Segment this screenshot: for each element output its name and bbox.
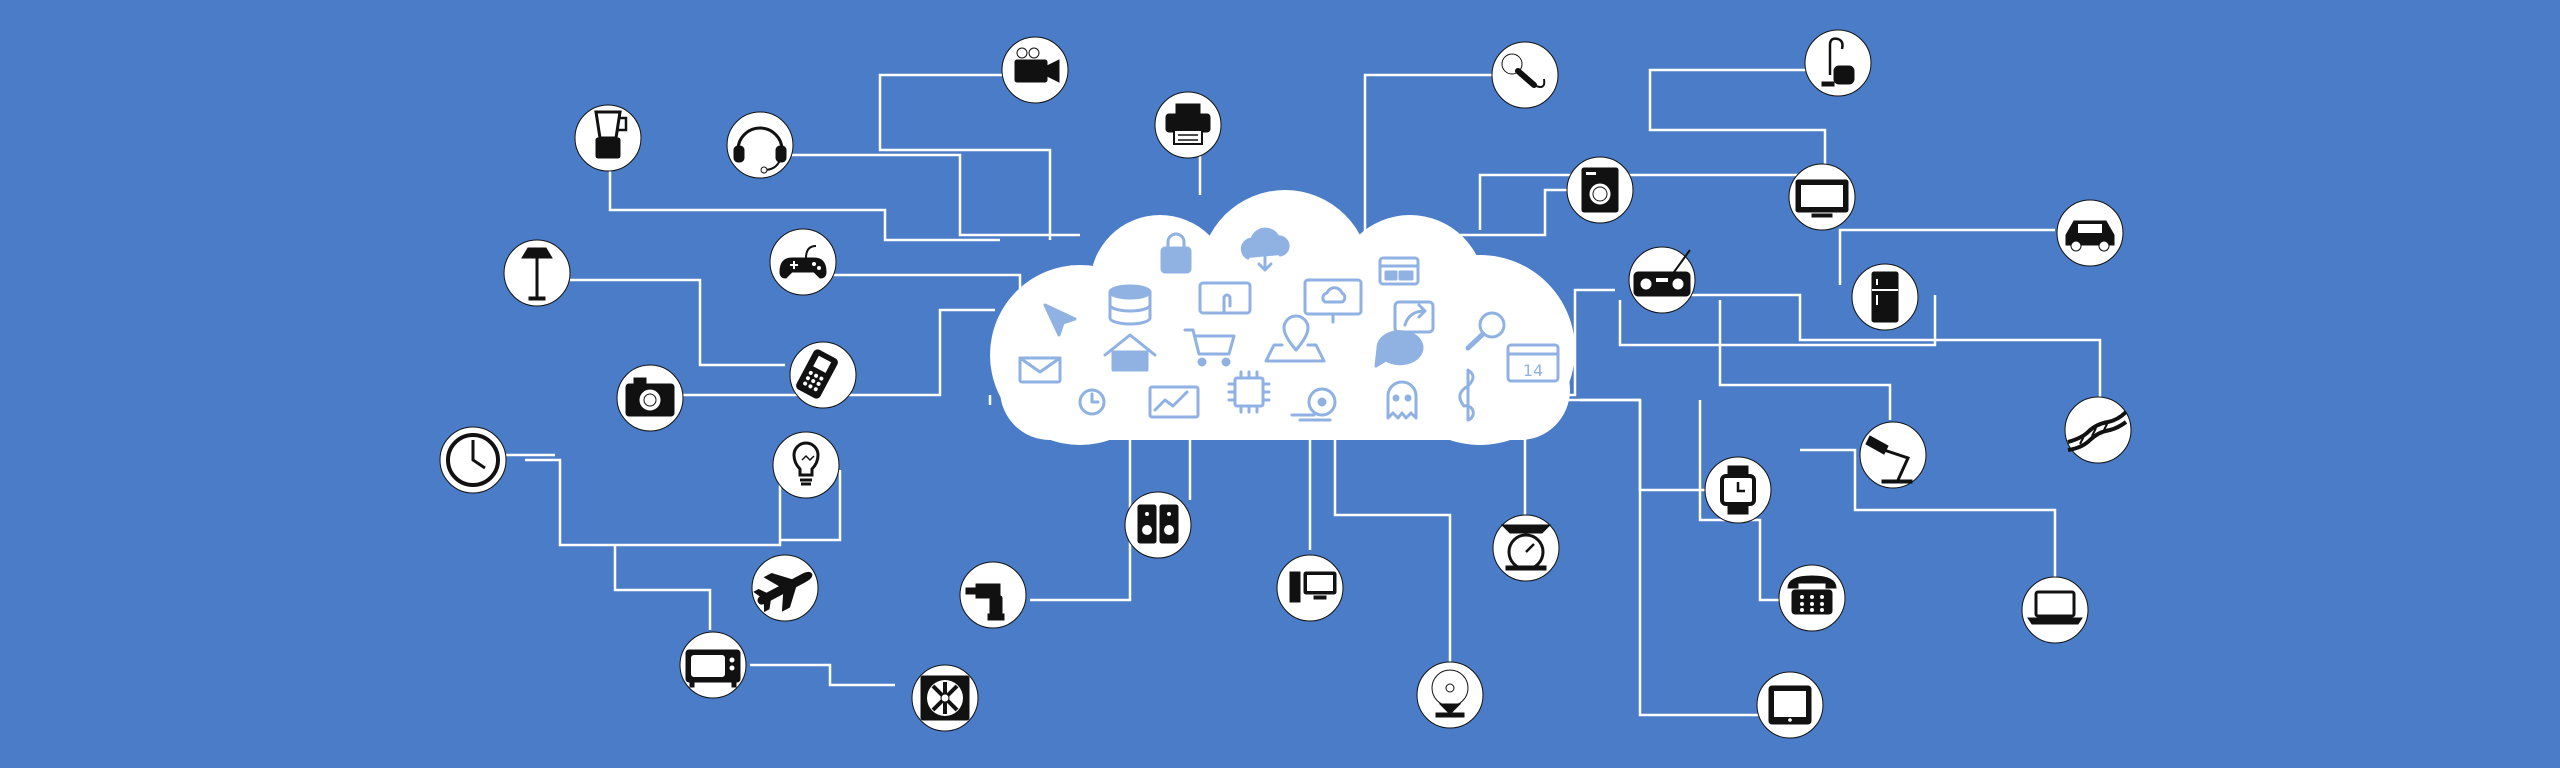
film-reel-icon (1290, 387, 1337, 422)
ghost-icon (1386, 380, 1418, 420)
cursor-icon (1043, 303, 1077, 337)
refrigerator-icon (1871, 271, 1899, 323)
wristwatch-icon (1720, 465, 1756, 515)
device-vacuum (1804, 29, 1872, 97)
mobile-phone-icon (796, 349, 838, 399)
calendar-icon: 14 (1506, 343, 1560, 383)
fan-icon (920, 675, 970, 721)
laptop-icon (2027, 590, 2083, 625)
speaker-icon (1137, 504, 1179, 544)
cloud: 14 (990, 190, 1575, 445)
microphone-icon (1501, 53, 1546, 88)
clock-icon (1078, 388, 1106, 416)
device-microphone (1491, 41, 1559, 109)
device-car (2056, 199, 2124, 267)
device-fridge (1851, 263, 1919, 331)
desktop-computer-icon (1289, 571, 1337, 603)
chat-bubble-icon (1374, 330, 1424, 368)
tablet-icon (1768, 685, 1812, 725)
television-icon (1795, 179, 1849, 218)
device-camera (616, 364, 684, 432)
device-dna (2064, 396, 2132, 464)
device-webcam (1416, 661, 1484, 729)
device-drill (959, 561, 1027, 629)
headset-icon (733, 126, 787, 174)
device-printer (1154, 91, 1222, 159)
dna-icon (2067, 410, 2128, 452)
car-icon (2065, 220, 2115, 252)
retro-tv-icon (685, 649, 741, 688)
device-speaker (1124, 491, 1192, 559)
chip-icon (1227, 370, 1271, 414)
device-fan (911, 664, 979, 732)
device-lamp (503, 239, 571, 307)
printer-icon (1165, 103, 1211, 145)
device-retrotv (679, 631, 747, 699)
monitor-cloud-icon (1303, 278, 1363, 324)
light-bulb-icon (792, 441, 820, 486)
chart-icon (1148, 385, 1200, 419)
device-watch (1704, 456, 1772, 524)
device-desklamp (1859, 421, 1927, 489)
device-gamepad (769, 228, 837, 296)
camcorder-icon (1014, 47, 1060, 83)
tablet-touch-icon (1198, 281, 1252, 315)
device-camcorder (1001, 36, 1069, 104)
device-phone (789, 341, 857, 409)
calendar-day: 14 (1523, 361, 1543, 380)
cloud-download-icon (1240, 227, 1290, 272)
device-blender (574, 104, 642, 172)
game-controller-icon (779, 245, 827, 279)
device-tv (1788, 163, 1856, 231)
vacuum-icon (1821, 37, 1855, 87)
device-laptop (2021, 576, 2089, 644)
device-tablet (1756, 671, 1824, 739)
power-drill-icon (965, 583, 1005, 621)
device-radio (1628, 246, 1696, 314)
device-airplane (751, 554, 819, 622)
mail-icon (1018, 356, 1062, 384)
window-icon (1378, 256, 1420, 286)
telephone-icon (1787, 575, 1837, 615)
shopping-bag-icon (1160, 232, 1192, 274)
share-icon (1393, 300, 1435, 334)
device-nodes (439, 29, 2132, 739)
desk-lamp-icon (1865, 435, 1913, 484)
home-icon (1103, 333, 1157, 372)
device-scale (1492, 514, 1560, 582)
device-telephone (1778, 564, 1846, 632)
device-clock (439, 426, 507, 494)
blender-icon (594, 110, 628, 159)
device-headset (726, 111, 794, 179)
device-desktop (1276, 554, 1344, 622)
photo-camera-icon (625, 377, 675, 417)
search-icon (1465, 311, 1506, 351)
boombox-icon (1633, 249, 1691, 297)
webcam-icon (1431, 669, 1469, 718)
music-note-icon (1458, 368, 1475, 422)
device-washer (1566, 156, 1634, 224)
location-pin-icon (1264, 314, 1326, 363)
kitchen-scale-icon (1500, 524, 1552, 571)
floor-lamp-icon (521, 247, 553, 301)
airplane-icon (753, 571, 813, 613)
device-bulb (772, 431, 840, 499)
wall-clock-icon (446, 433, 500, 487)
washing-machine-icon (1581, 167, 1619, 213)
database-icon (1108, 284, 1152, 326)
cart-icon (1183, 328, 1236, 367)
